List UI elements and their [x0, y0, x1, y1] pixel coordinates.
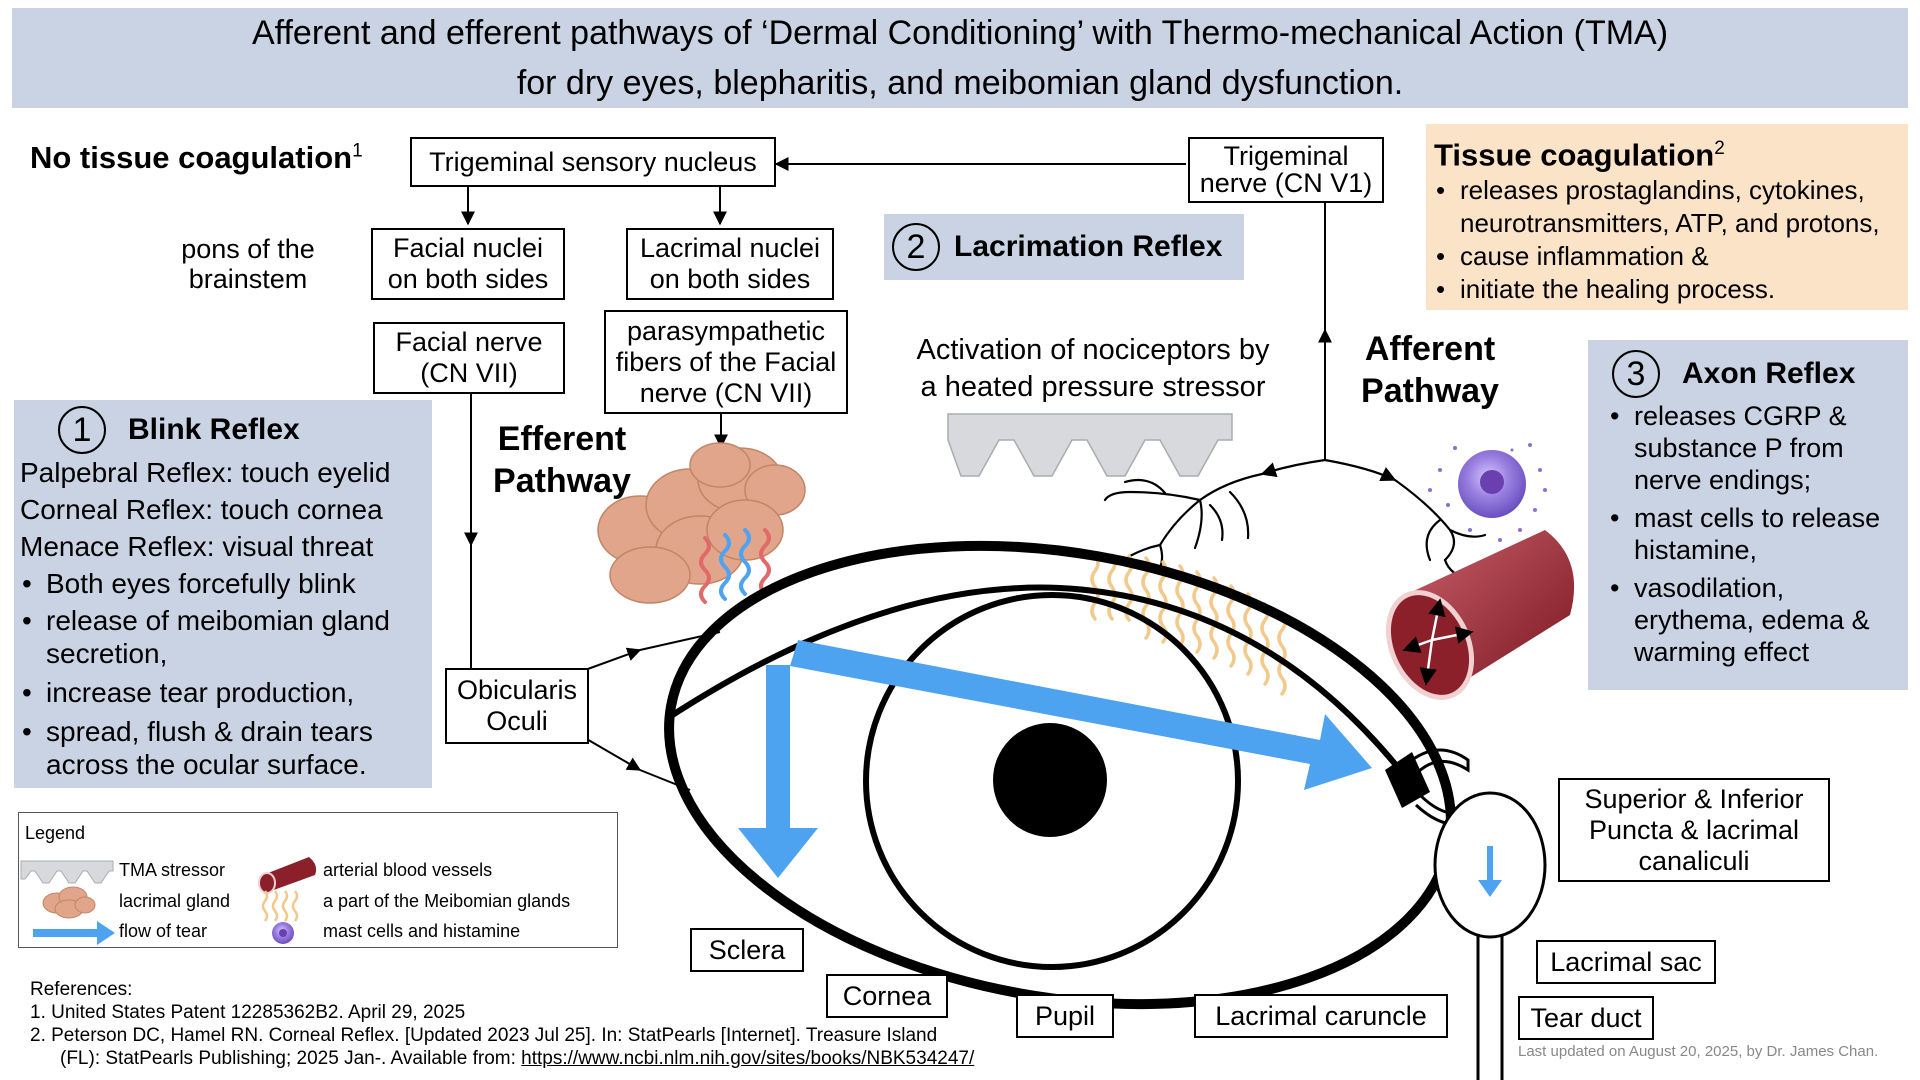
axon-reflex-panel: 3 Axon Reflex releases CGRP & substance … — [1588, 340, 1908, 690]
tissue-coagulation-list: releases prostaglandins, cytokines, neur… — [1434, 174, 1900, 306]
pupil-circle — [993, 723, 1107, 837]
gland-fibers — [699, 528, 771, 604]
legend-symbols — [20, 857, 317, 945]
references-heading: References: — [30, 979, 133, 1000]
legend-tma-label: TMA stressor — [119, 860, 226, 880]
blink-line: Corneal Reflex: touch cornea — [20, 494, 383, 525]
list-item: releases prostaglandins, cytokines, neur… — [1434, 174, 1900, 240]
legend-meibomian-label: a part of the Meibomian glands — [323, 891, 571, 911]
legend-box: Legend TMA stressor lacrimal gland flow … — [18, 812, 618, 948]
lacrimal-gland-shape — [597, 442, 806, 604]
tear-duct-label: Tear duct — [1518, 996, 1654, 1040]
reference-2b: (FL): StatPearls Publishing; 2025 Jan-. … — [60, 1048, 522, 1069]
parasympathetic-box: parasympathetic fibers of the Facial ner… — [604, 310, 848, 414]
mast-cell — [1428, 443, 1547, 542]
title-line-2: for dry eyes, blepharitis, and meibomian… — [516, 64, 1404, 102]
blink-line: Palpebral Reflex: touch eyelid — [20, 457, 391, 488]
tear-arrow-sac — [1478, 846, 1502, 897]
references: References: 1. United States Patent 1228… — [30, 978, 974, 1070]
legend-mast-label: mast cells and histamine — [323, 921, 521, 941]
lacrimal-sac-label: Lacrimal sac — [1536, 940, 1716, 984]
list-item: release of meibomian gland secretion, — [20, 604, 424, 670]
legend-gland-label: lacrimal gland — [119, 891, 231, 911]
legend-gland-icon — [42, 886, 96, 919]
no-coagulation-label: No tissue coagulation1 — [30, 140, 363, 175]
lacrimal-nuclei-box: Lacrimal nuclei on both sides — [626, 228, 834, 300]
nerve-endings — [1103, 458, 1487, 582]
list-item: mast cells to release histamine, — [1608, 502, 1898, 566]
list-item: vasodilation, erythema, edema & warming … — [1608, 572, 1898, 668]
facial-nerve-box: Facial nerve (CN VII) — [373, 322, 565, 394]
caruncle-label: Lacrimal caruncle — [1194, 994, 1448, 1038]
title-line-1: Afferent and efferent pathways of ‘Derma… — [251, 14, 1669, 52]
list-item: Both eyes forcefully blink — [20, 567, 424, 600]
legend-tma-icon — [20, 860, 114, 884]
tissue-coagulation-panel: Tissue coagulation2 releases prostagland… — [1426, 124, 1908, 310]
lacrimation-reflex-banner: 2 Lacrimation Reflex — [884, 214, 1244, 280]
legend-flow-label: flow of tear — [119, 921, 208, 941]
legend-title: Legend — [25, 823, 86, 843]
reference-2a: 2. Peterson DC, Hamel RN. Corneal Reflex… — [30, 1025, 938, 1046]
blink-number: 1 — [58, 406, 106, 454]
tear-flow-arrows — [738, 640, 1502, 897]
list-item: releases CGRP & substance P from nerve e… — [1608, 400, 1898, 496]
canaliculi — [1411, 748, 1470, 774]
list-item: increase tear production, — [20, 676, 424, 709]
reference-1: 1. United States Patent 12285362B2. Apri… — [30, 1002, 466, 1023]
list-item: spread, flush & drain tears across the o… — [20, 715, 424, 781]
legend-vessel-label: arterial blood vessels — [323, 860, 493, 880]
legend-vessel-icon — [258, 857, 317, 894]
lacrimation-title: Lacrimation Reflex — [954, 230, 1223, 263]
tma-stressor-shape — [947, 413, 1233, 477]
pons-label: pons of the brainstem — [181, 234, 315, 294]
facial-nuclei-box: Facial nuclei on both sides — [371, 228, 565, 300]
axon-title: Axon Reflex — [1682, 357, 1856, 390]
blink-reflex-panel: 1 Blink Reflex Palpebral Reflex: touch e… — [14, 400, 432, 788]
eye — [664, 540, 1547, 1080]
afferent-pathway-label: Afferent Pathway — [1361, 330, 1499, 410]
title-banner: Afferent and efferent pathways of ‘Derma… — [12, 8, 1908, 108]
list-item: cause inflammation & — [1434, 240, 1900, 273]
trigeminal-nerve-box: Trigeminal nerve (CN V1) — [1188, 137, 1384, 203]
orbicularis-box: Obicularis Oculi — [445, 668, 589, 744]
caruncle-shape — [1385, 752, 1430, 808]
activation-label: Activation of nociceptors by a heated pr… — [916, 334, 1270, 403]
cornea-label: Cornea — [826, 974, 948, 1018]
legend-meibomian-icon — [261, 890, 299, 922]
tear-arrow-down — [738, 665, 818, 878]
tear-duct-shape — [1476, 935, 1504, 1080]
legend-flow-icon — [33, 921, 115, 945]
tear-arrow-diagonal — [790, 640, 1372, 790]
pupil-label: Pupil — [1016, 994, 1114, 1038]
blink-line: Menace Reflex: visual threat — [20, 531, 374, 562]
efferent-pathway-label: Efferent Pathway — [493, 420, 631, 500]
axon-number: 3 — [1612, 350, 1660, 398]
nerve-connections — [461, 157, 1332, 791]
axon-reflex-list: releases CGRP & substance P from nerve e… — [1608, 400, 1898, 668]
lacrimation-number: 2 — [892, 223, 940, 271]
arterial-vessel — [1385, 530, 1575, 700]
trigeminal-nucleus-box: Trigeminal sensory nucleus — [410, 137, 776, 187]
legend-mast-icon — [272, 922, 294, 944]
last-updated-note: Last updated on August 20, 2025, by Dr. … — [1518, 1043, 1879, 1060]
tissue-coagulation-title: Tissue coagulation — [1434, 137, 1715, 173]
sclera-label: Sclera — [690, 928, 804, 972]
puncta-label: Superior & Inferior Puncta & lacrimal ca… — [1558, 778, 1830, 882]
cornea-circle — [863, 592, 1241, 970]
list-item: initiate the healing process. — [1434, 273, 1900, 306]
reference-link[interactable]: https://www.ncbi.nlm.nih.gov/sites/books… — [521, 1048, 975, 1069]
blink-reflex-list: Both eyes forcefully blink release of me… — [20, 567, 424, 781]
blink-title: Blink Reflex — [128, 413, 300, 446]
